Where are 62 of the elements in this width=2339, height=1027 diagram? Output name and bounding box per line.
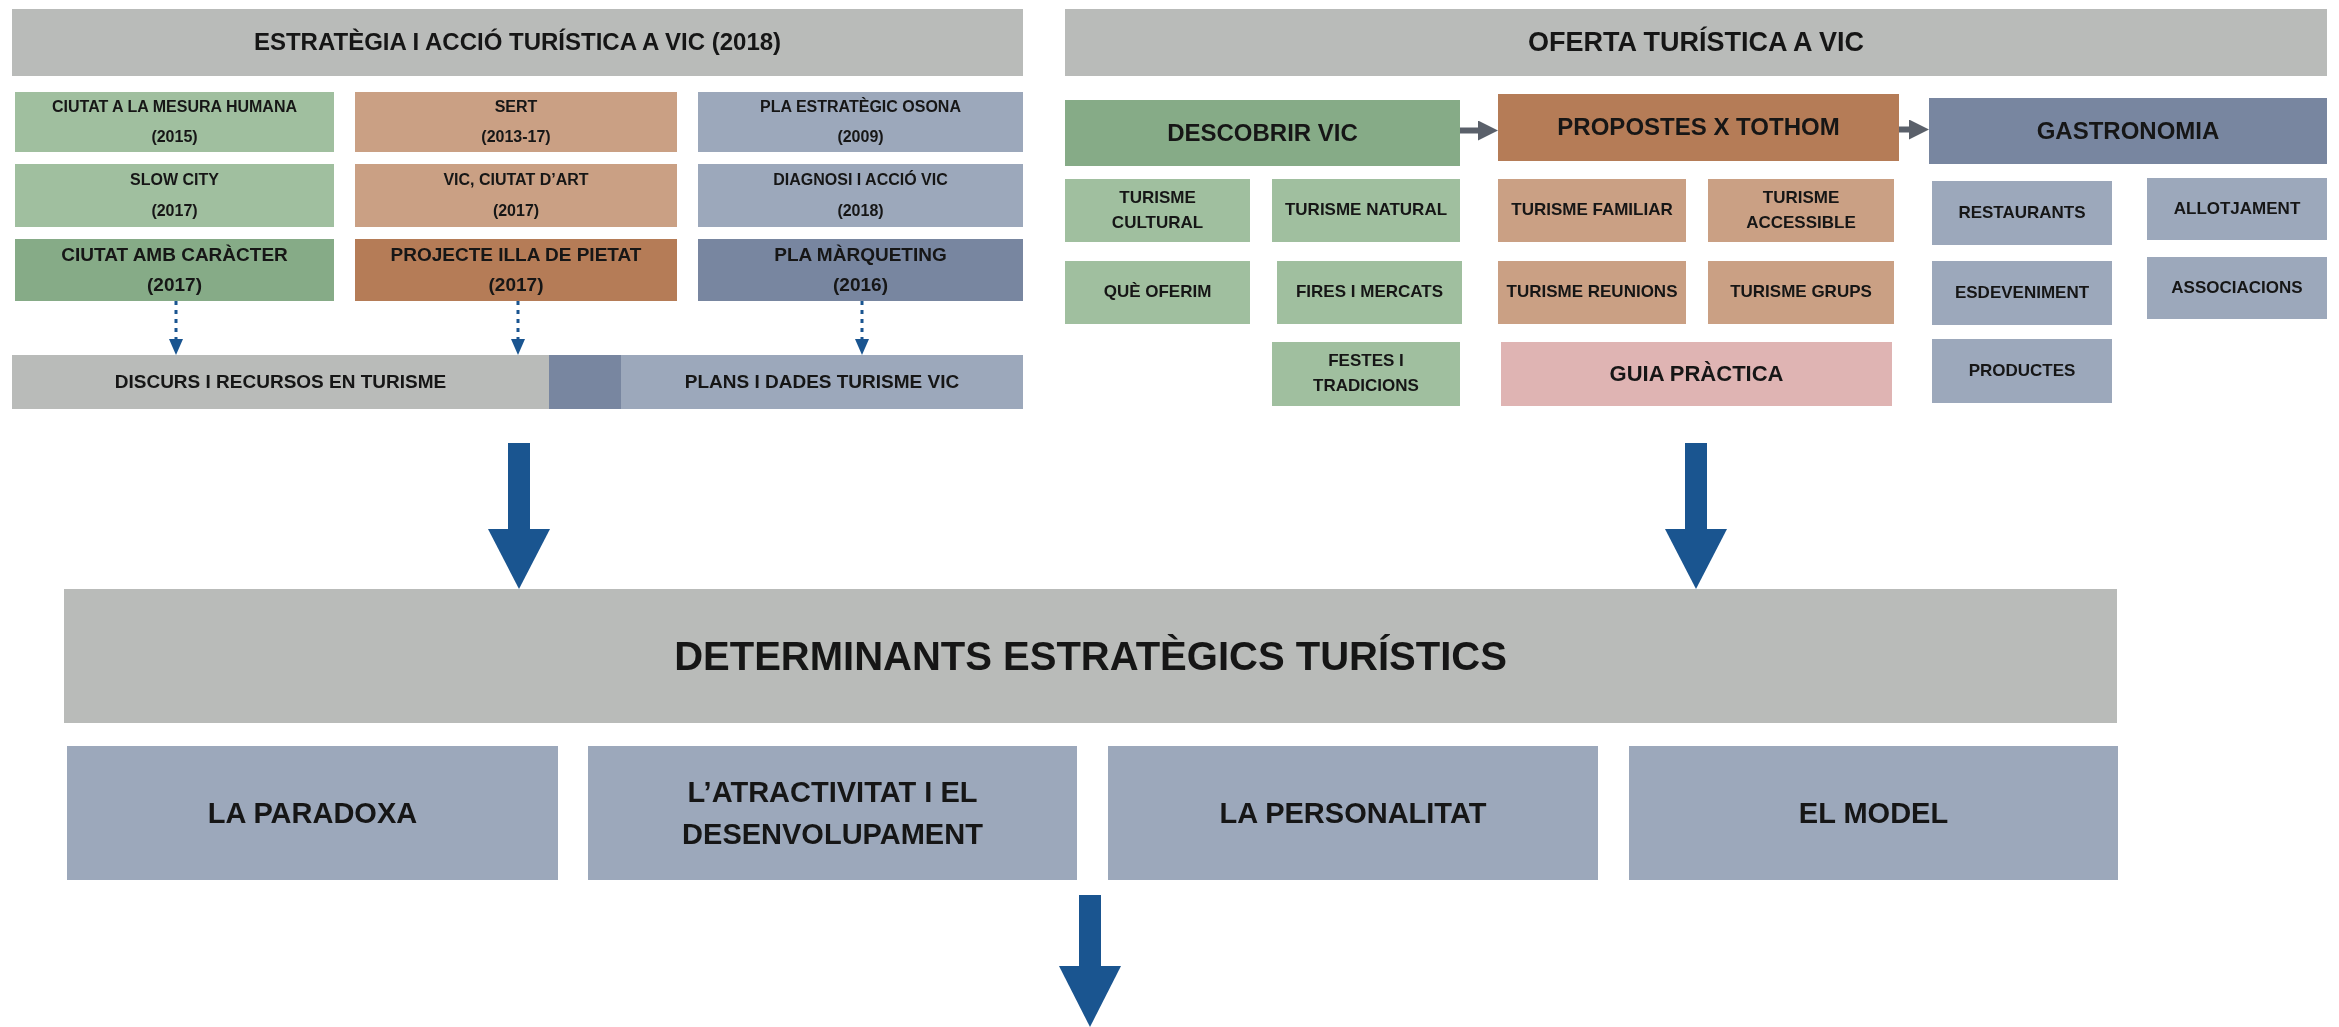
dotted-arrow bbox=[169, 301, 183, 355]
category-box: ASSOCIACIONS bbox=[2147, 257, 2327, 319]
plan-year: (2017) bbox=[151, 200, 198, 221]
plan-name: VIC, CIUTAT D’ART bbox=[443, 170, 589, 191]
plan-box bbox=[698, 164, 1023, 227]
plan-box bbox=[355, 164, 677, 227]
plan-name: DIAGNOSI I ACCIÓ VIC bbox=[773, 169, 948, 191]
category-box: L’ATRACTIVITAT I EL DESENVOLUPAMENT bbox=[588, 746, 1077, 880]
category-box: DISCURS I RECURSOS EN TURISME bbox=[12, 355, 549, 409]
category-box: ESTRATÈGIA I ACCIÓ TURÍSTICA A VIC (2018) bbox=[12, 9, 1023, 76]
plan-year: (2017) bbox=[147, 273, 202, 297]
plan-name: CIUTAT A LA MESURA HUMANA bbox=[52, 96, 297, 117]
plan-box bbox=[698, 239, 1023, 301]
plan-box bbox=[355, 92, 677, 152]
plan-name: PLA MÀRQUETING bbox=[774, 242, 947, 267]
dotted-arrow bbox=[511, 301, 525, 355]
category-box: TURISME REUNIONS bbox=[1498, 261, 1686, 324]
plan-name: CIUTAT AMB CARÀCTER bbox=[61, 242, 288, 267]
category-box: DESCOBRIR VIC bbox=[1065, 100, 1460, 166]
category-box: QUÈ OFERIM bbox=[1065, 261, 1250, 324]
plan-box bbox=[15, 164, 334, 227]
category-box: TURISME ACCESSIBLE bbox=[1708, 179, 1894, 242]
plan-box bbox=[15, 239, 334, 301]
dotted-arrow bbox=[855, 301, 869, 355]
category-box: ESDEVENIMENT bbox=[1932, 261, 2112, 325]
category-box: TURISME NATURAL bbox=[1272, 179, 1460, 242]
category-box: TURISME CULTURAL bbox=[1065, 179, 1250, 242]
block-arrow bbox=[1665, 443, 1727, 589]
category-box: LA PARADOXA bbox=[67, 746, 558, 880]
category-box: FIRES I MERCATS bbox=[1277, 261, 1462, 324]
category-box: PLANS I DADES TURISME VIC bbox=[621, 355, 1023, 409]
plan-year: (2016) bbox=[833, 273, 888, 297]
category-box: ALLOTJAMENT bbox=[2147, 178, 2327, 240]
block-arrow bbox=[488, 443, 550, 589]
plan-year: (2015) bbox=[151, 127, 198, 147]
category-box: GUIA PRÀCTICA bbox=[1501, 342, 1892, 406]
connector-block bbox=[549, 355, 621, 409]
category-box: TURISME GRUPS bbox=[1708, 261, 1894, 324]
category-box: EL MODEL bbox=[1629, 746, 2118, 880]
category-box: LA PERSONALITAT bbox=[1108, 746, 1598, 880]
category-box: PRODUCTES bbox=[1932, 339, 2112, 403]
category-box: RESTAURANTS bbox=[1932, 181, 2112, 245]
arrow bbox=[1460, 120, 1498, 141]
plan-box bbox=[698, 92, 1023, 152]
plan-name: SLOW CITY bbox=[130, 170, 219, 191]
category-box: GASTRONOMIA bbox=[1929, 98, 2327, 164]
plan-name: SERT bbox=[494, 96, 538, 117]
plan-box bbox=[15, 92, 334, 152]
plan-box bbox=[355, 239, 677, 301]
arrow bbox=[1899, 119, 1929, 140]
plan-year: (2009) bbox=[837, 127, 884, 147]
plan-name: PROJECTE ILLA DE PIETAT bbox=[390, 242, 642, 267]
category-box: FESTES I TRADICIONS bbox=[1272, 342, 1460, 406]
category-box: PROPOSTES X TOTHOM bbox=[1498, 94, 1899, 161]
plan-year: (2017) bbox=[492, 200, 540, 221]
plan-year: (2017) bbox=[488, 273, 544, 297]
category-box: TURISME FAMILIAR bbox=[1498, 179, 1686, 242]
category-box: DETERMINANTS ESTRATÈGICS TURÍSTICS bbox=[64, 589, 2117, 723]
category-box: OFERTA TURÍSTICA A VIC bbox=[1065, 9, 2327, 76]
plan-year: (2013-17) bbox=[481, 127, 551, 147]
plan-year: (2018) bbox=[837, 200, 884, 221]
plan-name: PLA ESTRATÈGIC OSONA bbox=[760, 96, 961, 117]
